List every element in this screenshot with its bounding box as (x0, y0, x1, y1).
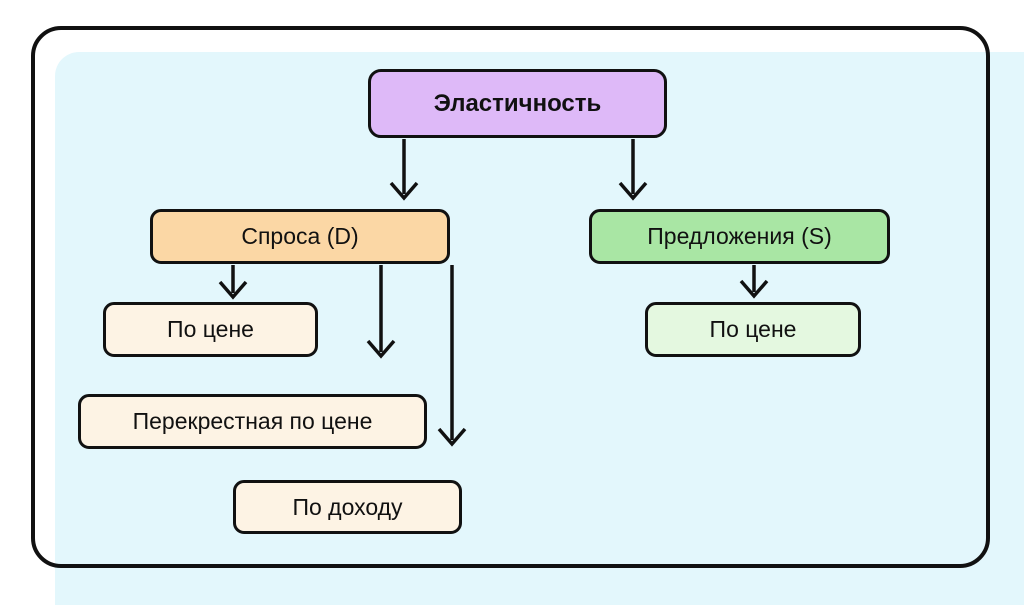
node-supply-label: Предложения (S) (647, 223, 832, 249)
node-supply-by-price-label: По цене (709, 316, 797, 342)
node-elasticity-root: Эластичность (368, 69, 667, 138)
node-elasticity-root-label: Эластичность (433, 89, 602, 117)
node-demand: Спроса (D) (150, 209, 450, 264)
node-supply-by-price: По цене (645, 302, 861, 357)
node-demand-label: Спроса (D) (241, 223, 359, 249)
node-demand-cross-price: Перекрестная по цене (78, 394, 427, 449)
node-demand-by-income-label: По доходу (292, 493, 403, 520)
node-supply: Предложения (S) (589, 209, 890, 264)
node-demand-by-price-label: По цене (167, 316, 254, 342)
node-demand-by-price: По цене (103, 302, 318, 357)
node-demand-cross-price-label: Перекрестная по цене (132, 408, 373, 434)
node-demand-by-income: По доходу (233, 480, 462, 534)
